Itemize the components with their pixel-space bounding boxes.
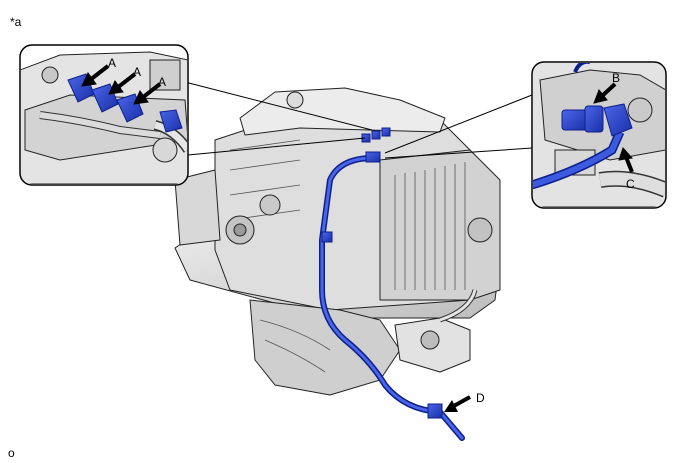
footer-code: o (8, 446, 15, 460)
right-inset: B C (531, 61, 667, 209)
callout-a-2: A (133, 65, 141, 79)
pointer-arrow (444, 395, 471, 412)
pointer-arrow (81, 64, 162, 105)
callout-b: B (612, 71, 620, 85)
connector (427, 403, 443, 419)
fuel-pipe (319, 127, 465, 441)
callout-c: C (626, 177, 635, 191)
leader-lines (184, 81, 533, 159)
pointer-arrow (593, 82, 634, 173)
corner-label: *a (10, 15, 22, 29)
callout-d: D (476, 391, 485, 405)
engine-illustration (174, 87, 501, 396)
callout-a-3: A (158, 75, 166, 89)
left-inset: A A A (19, 44, 189, 186)
connector (561, 103, 633, 137)
callout-a-1: A (108, 56, 116, 70)
